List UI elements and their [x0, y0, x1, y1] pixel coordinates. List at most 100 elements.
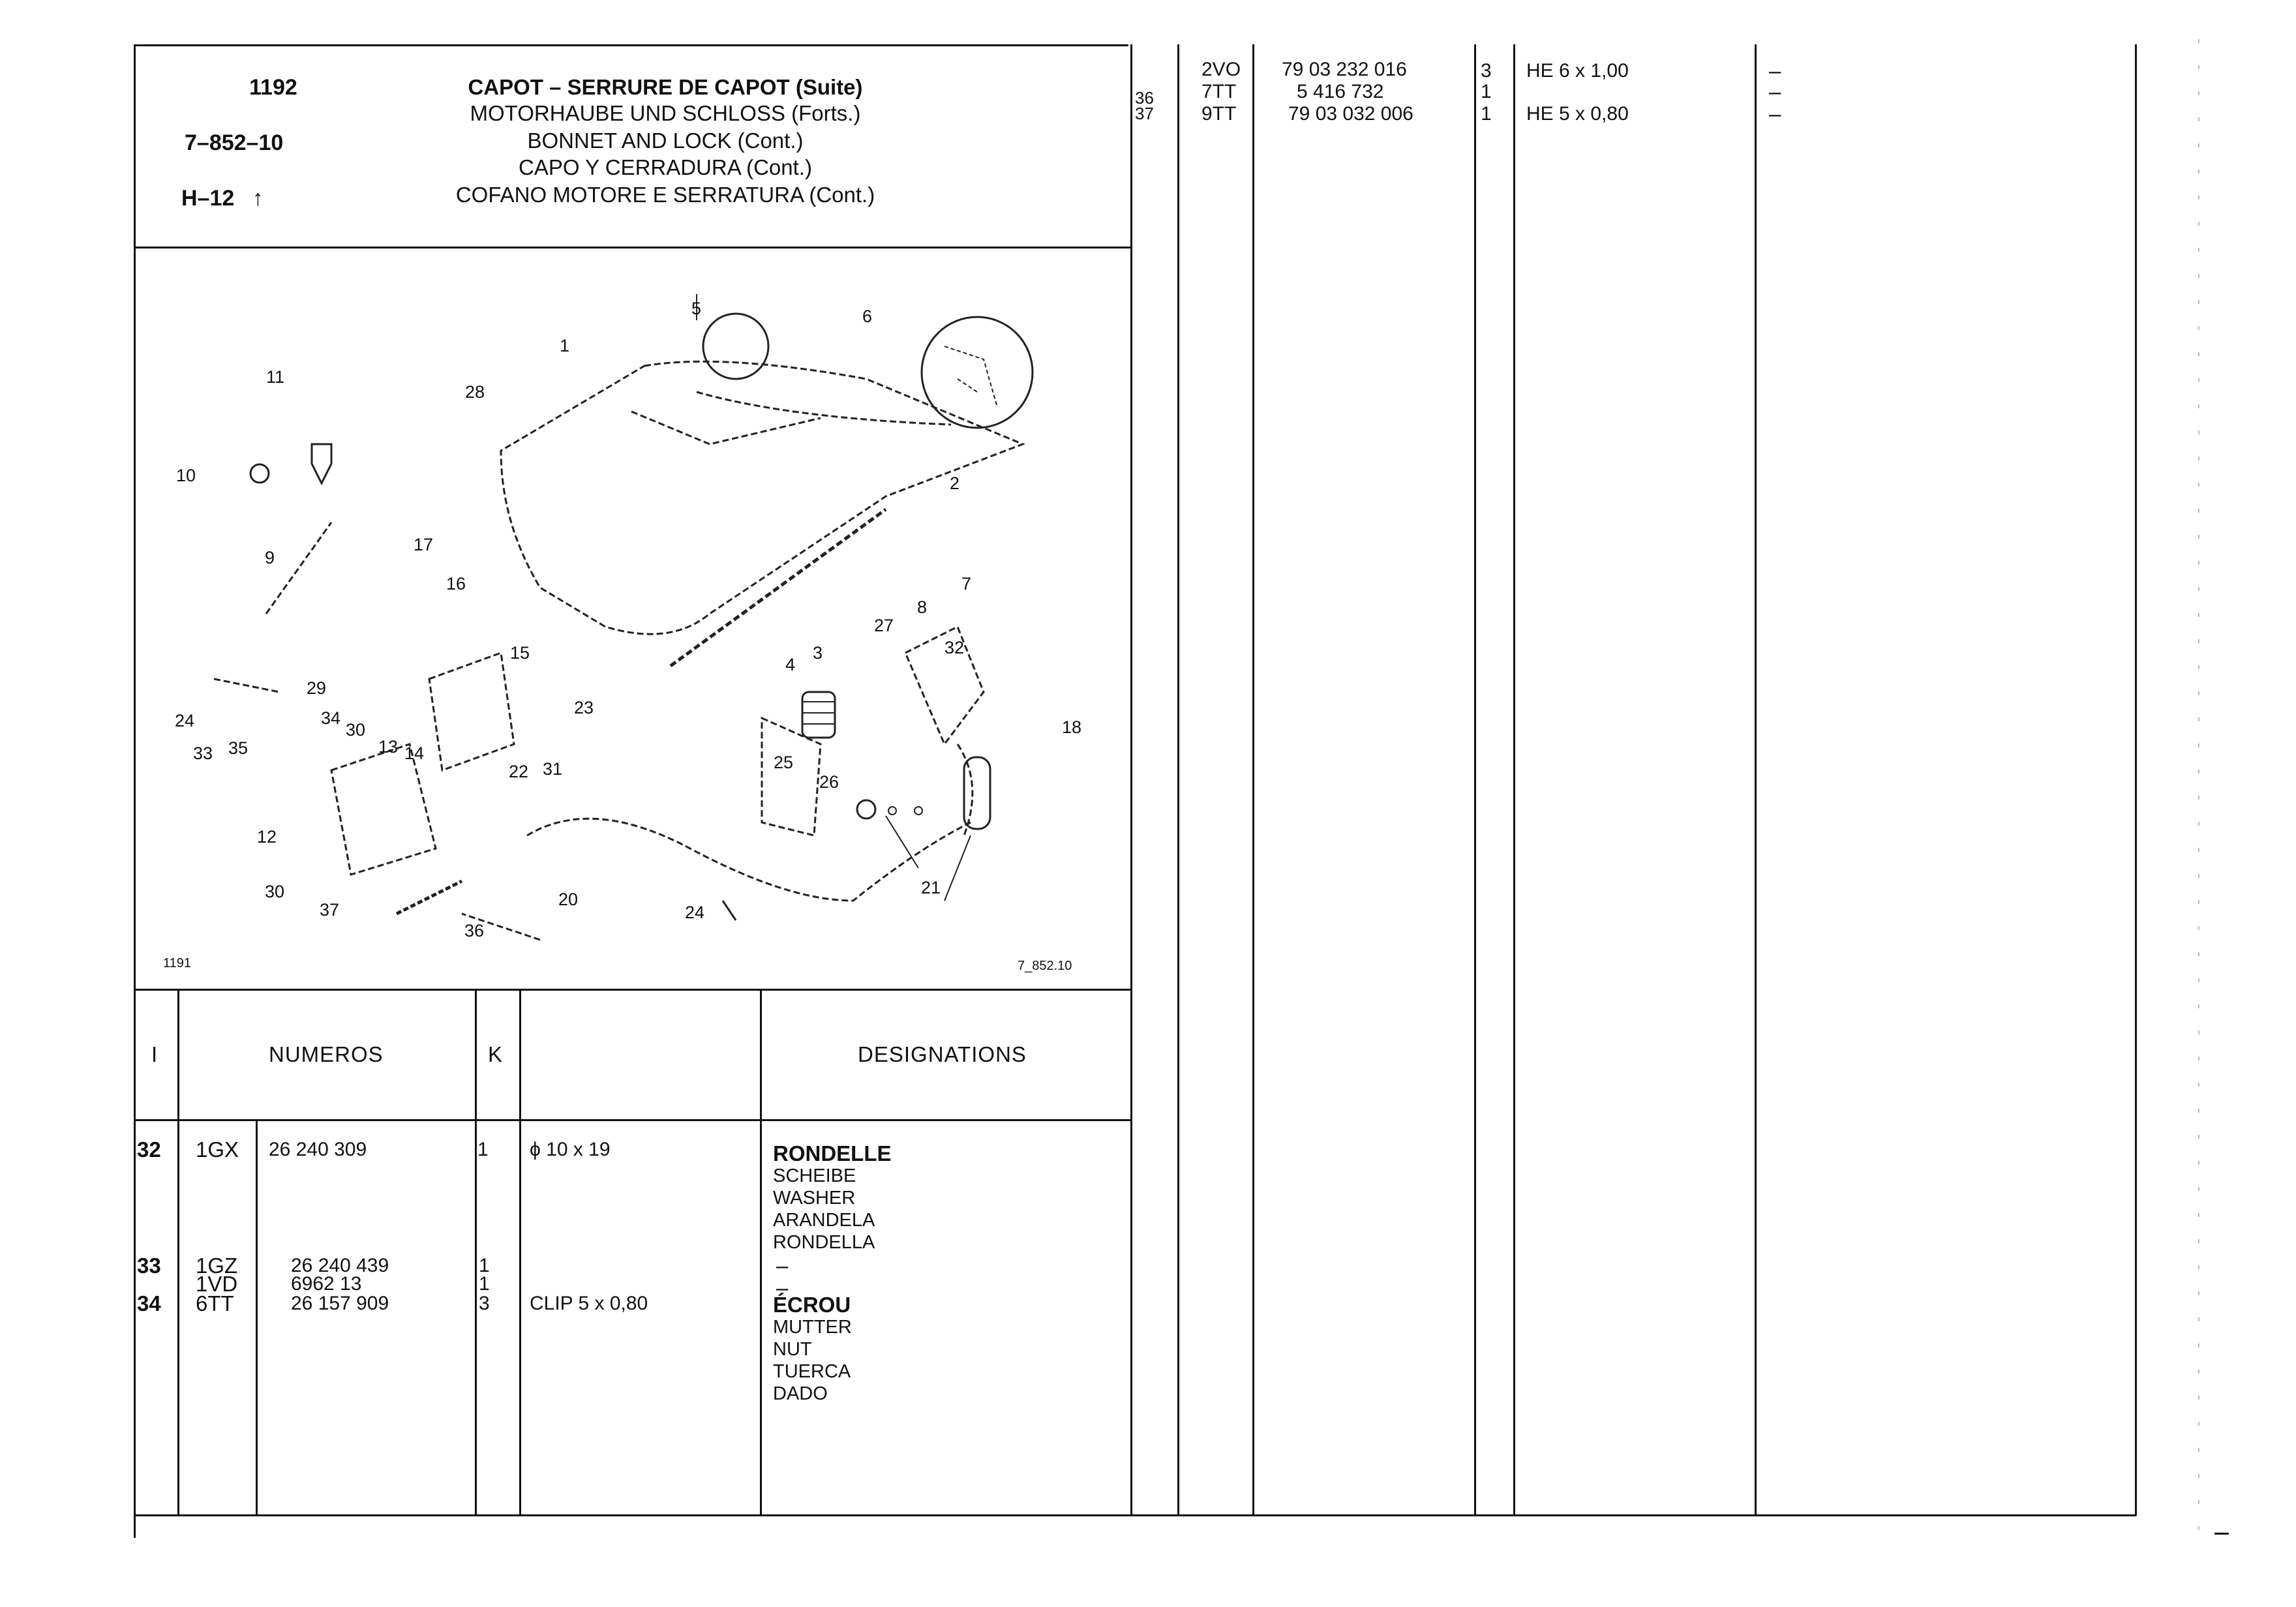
designation-it: DADO: [773, 1383, 828, 1404]
designation-de: SCHEIBE: [773, 1165, 856, 1186]
rcol-line-2: [1252, 44, 1254, 1516]
col-header-numbers: NUMEROS: [269, 1042, 384, 1066]
title-en: BONNET AND LOCK (Cont.): [527, 128, 804, 153]
rrow-36-designation: –: [1769, 59, 1781, 83]
exploded-parts-diagram: [213, 294, 1034, 941]
designation-es: ARANDELA: [773, 1210, 875, 1231]
designation-fr: RONDELLE: [773, 1141, 892, 1165]
callout-10: 10: [176, 466, 196, 485]
figure-ref-right: 7_852.10: [1018, 959, 1072, 973]
callout-36: 36: [464, 921, 485, 940]
designation-es: TUERCA: [773, 1361, 851, 1382]
row-32-designation: RONDELLE SCHEIBE WASHER ARANDELA RONDELL…: [773, 1143, 892, 1254]
row-34-spec: CLIP 5 x 0,80: [530, 1293, 648, 1314]
group-code: 7–852–10: [185, 130, 284, 155]
title-de: MOTORHAUBE UND SCHLOSS (Forts.): [470, 101, 861, 125]
callout-2: 2: [950, 473, 960, 493]
callout-32: 32: [944, 638, 965, 657]
row-33-index: 33: [137, 1254, 161, 1278]
callout-6: 6: [862, 307, 873, 326]
rcol-line-4: [1513, 44, 1515, 1516]
row-34-code: 6TT: [196, 1291, 234, 1315]
rcol-line-5: [1755, 44, 1757, 1516]
row-34-index: 34: [137, 1291, 161, 1315]
title-fr: CAPOT – SERRURE DE CAPOT (Suite): [468, 75, 863, 99]
callout-23: 23: [574, 698, 594, 717]
callout-24a: 24: [175, 711, 195, 730]
row-34-qty: 3: [479, 1293, 490, 1314]
callout-24b: 24: [685, 903, 705, 922]
frame-mid-divider: [1130, 44, 1132, 1516]
callout-12: 12: [257, 827, 277, 847]
rrow-37-qty: 1: [1481, 103, 1492, 125]
title-it: COFANO MOTORE E SERRATURA (Cont.): [455, 183, 875, 207]
rcol-line-1: [1177, 44, 1179, 1516]
title-es: CAPO Y CERRADURA (Cont.): [519, 155, 812, 179]
callout-5: 5: [691, 299, 702, 318]
callout-34: 34: [321, 708, 341, 728]
row-32-spec: ϕ 10 x 19: [530, 1139, 611, 1160]
callout-3: 3: [813, 643, 823, 663]
callout-26: 26: [819, 772, 839, 792]
callout-7: 7: [961, 574, 972, 593]
callout-9: 9: [265, 548, 275, 567]
callout-21: 21: [921, 878, 941, 897]
rrow-36b-code: 7TT: [1201, 81, 1237, 102]
col-header-index: I: [151, 1042, 159, 1066]
row-32-qty: 1: [477, 1139, 489, 1160]
callout-30a: 30: [346, 720, 366, 740]
rrow-36-spec: HE 6 x 1,00: [1526, 60, 1629, 82]
rrow-36b-qty: 1: [1481, 81, 1492, 102]
rcol-line-3: [1474, 44, 1476, 1516]
frame-bottom: [134, 1514, 2136, 1516]
callout-17: 17: [414, 535, 434, 554]
figure-divider: [134, 989, 1132, 991]
designation-fr: ÉCROU: [773, 1293, 851, 1317]
figure-ref-left: 1191: [163, 956, 192, 970]
col-line-1: [177, 989, 179, 1514]
callout-29: 29: [307, 678, 327, 698]
rrow-36-code: 2VO: [1201, 59, 1241, 80]
frame-right: [2135, 44, 2137, 1516]
callout-30b: 30: [265, 882, 285, 901]
row-32-code: 1GX: [196, 1137, 239, 1162]
col-line-2: [256, 1119, 258, 1514]
rrow-36-qty: 3: [1481, 60, 1492, 82]
row-32-index: 32: [137, 1137, 161, 1162]
col-line-5: [760, 989, 762, 1514]
row-34-designation: ÉCROU MUTTER NUT TUERCA DADO: [773, 1294, 852, 1405]
up-arrow-icon: ↑: [252, 186, 264, 211]
grid-ref: H–12 ↑: [181, 186, 264, 211]
callout-27: 27: [874, 616, 894, 635]
row-32-part: 26 240 309: [269, 1139, 367, 1160]
rrow-37-designation: –: [1769, 102, 1781, 126]
rrow-37-index: 37: [1135, 104, 1154, 123]
col-header-qty: K: [488, 1042, 504, 1066]
callout-1: 1: [560, 336, 570, 355]
callout-11: 11: [266, 367, 285, 387]
rrow-36b-designation: –: [1769, 80, 1781, 104]
designation-en: WASHER: [773, 1188, 856, 1209]
callout-37: 37: [320, 900, 340, 920]
designation-de: MUTTER: [773, 1317, 852, 1338]
margin-dash: [2214, 1533, 2229, 1535]
row-33b-qty: 1: [479, 1273, 490, 1295]
callout-4: 4: [785, 655, 796, 674]
frame-top-left: [134, 44, 1128, 46]
header-divider: [134, 247, 1132, 248]
row-33b-code: 1VD: [196, 1272, 238, 1296]
page-number: 1192: [249, 75, 297, 100]
row-33-part: 26 240 439: [291, 1255, 389, 1276]
callout-22: 22: [509, 762, 529, 781]
table-header-divider: [134, 1119, 1132, 1121]
row-33b-part: 6962 13: [291, 1273, 362, 1295]
row-33-designation: –: [776, 1254, 789, 1278]
rrow-36b-part: 5 416 732: [1297, 81, 1384, 102]
margin-marks: [2198, 39, 2199, 1539]
frame-left: [134, 44, 136, 1538]
callout-8: 8: [917, 597, 928, 617]
rrow-36-index: 36: [1135, 88, 1154, 108]
callout-18: 18: [1062, 717, 1082, 737]
grid-ref-text: H–12: [181, 186, 235, 211]
